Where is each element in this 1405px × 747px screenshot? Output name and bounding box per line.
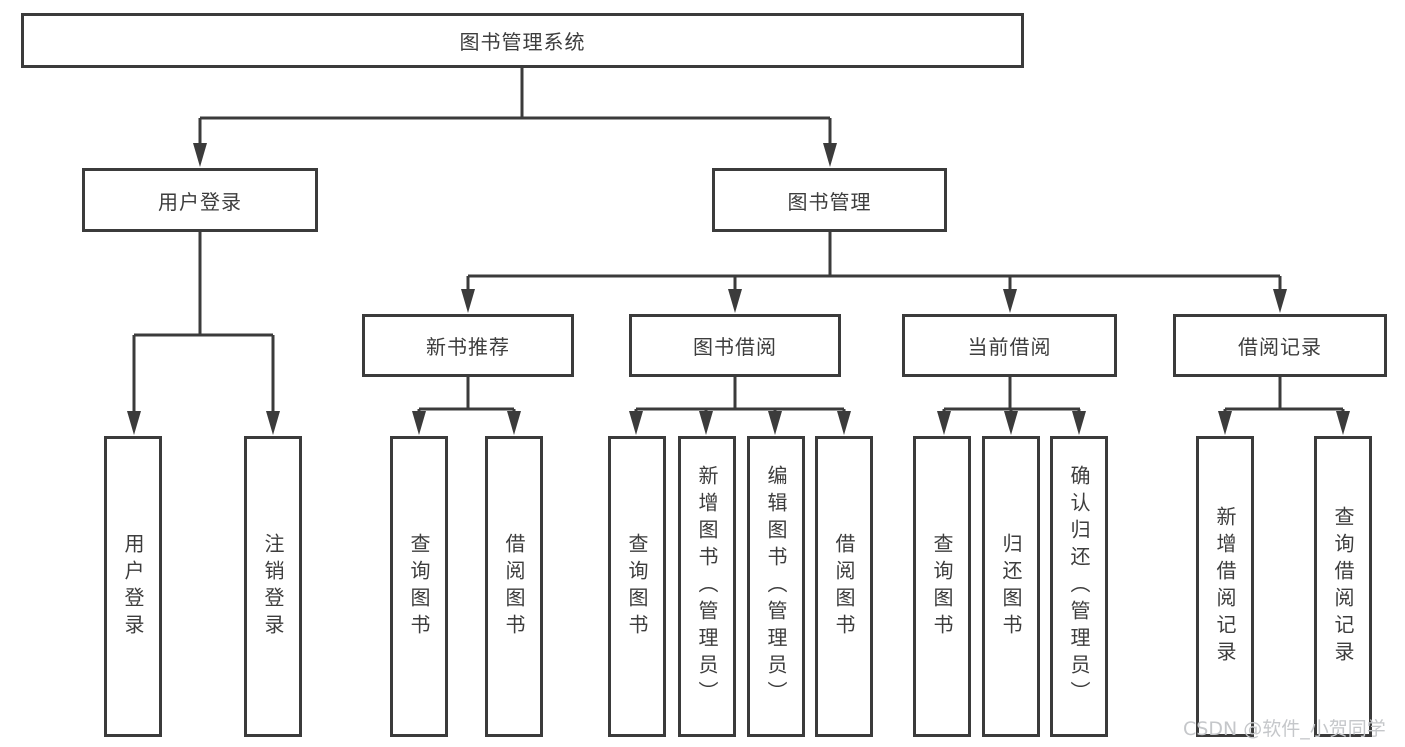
arrowhead-icon [127, 411, 141, 435]
arrowhead-icon [728, 289, 742, 313]
arrowhead-icon [837, 411, 851, 435]
connector [127, 232, 280, 435]
arrowhead-icon [937, 411, 951, 435]
arrowhead-icon [461, 289, 475, 313]
arrowhead-icon [266, 411, 280, 435]
arrowhead-icon [507, 411, 521, 435]
connector [193, 68, 837, 167]
arrowhead-icon [699, 411, 713, 435]
arrowhead-icon [629, 411, 643, 435]
arrowhead-icon [1004, 411, 1018, 435]
connector [412, 377, 521, 435]
arrowhead-icon [1072, 411, 1086, 435]
arrowhead-icon [1218, 411, 1232, 435]
arrowhead-icon [768, 411, 782, 435]
connector [461, 232, 1287, 313]
arrowhead-icon [1336, 411, 1350, 435]
arrowhead-icon [1273, 289, 1287, 313]
arrowhead-icon [193, 143, 207, 167]
arrowhead-icon [1003, 289, 1017, 313]
connector [937, 377, 1086, 435]
arrowhead-icon [412, 411, 426, 435]
arrowhead-icon [823, 143, 837, 167]
connector [629, 377, 851, 435]
connector [1218, 377, 1350, 435]
